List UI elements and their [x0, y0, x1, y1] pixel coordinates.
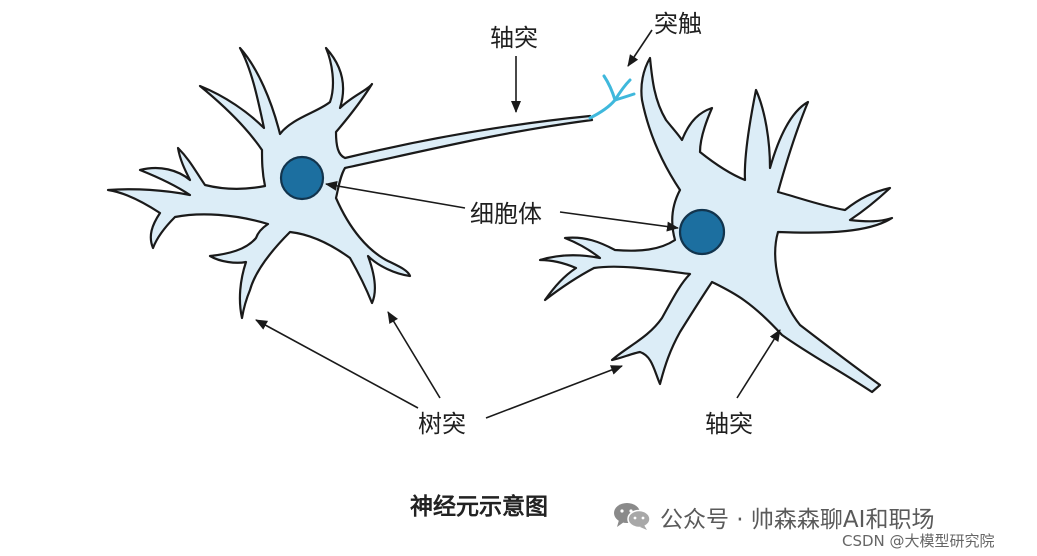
arrow-soma-left [325, 180, 466, 209]
arrow-dendrite-1 [255, 319, 419, 409]
watermark-text: 公众号 · 帅森森聊AI和职场 [660, 507, 935, 533]
right-nucleus [678, 208, 726, 256]
right-neuron [538, 56, 894, 394]
left-neuron [106, 46, 594, 320]
figure-caption: 神经元示意图 [410, 494, 548, 520]
synapse-terminal [588, 74, 636, 120]
label-axon-bottom: 轴突 [705, 410, 753, 438]
arrow-soma-right [559, 211, 679, 232]
left-neuron-body [106, 46, 594, 320]
wechat-icon [614, 503, 651, 530]
arrow-synapse [627, 29, 653, 67]
pointer-arrows [255, 29, 781, 419]
label-dendrite: 树突 [418, 410, 466, 438]
arrow-dendrite-2 [387, 311, 441, 399]
label-synapse: 突触 [654, 10, 702, 38]
label-soma: 细胞体 [470, 200, 542, 228]
watermark-csdn: CSDN @大模型研究院 [842, 532, 995, 550]
arrow-axon-bottom [736, 329, 781, 399]
label-axon-top: 轴突 [490, 24, 538, 52]
arrow-dendrite-3 [485, 365, 623, 419]
left-nucleus [279, 155, 325, 201]
